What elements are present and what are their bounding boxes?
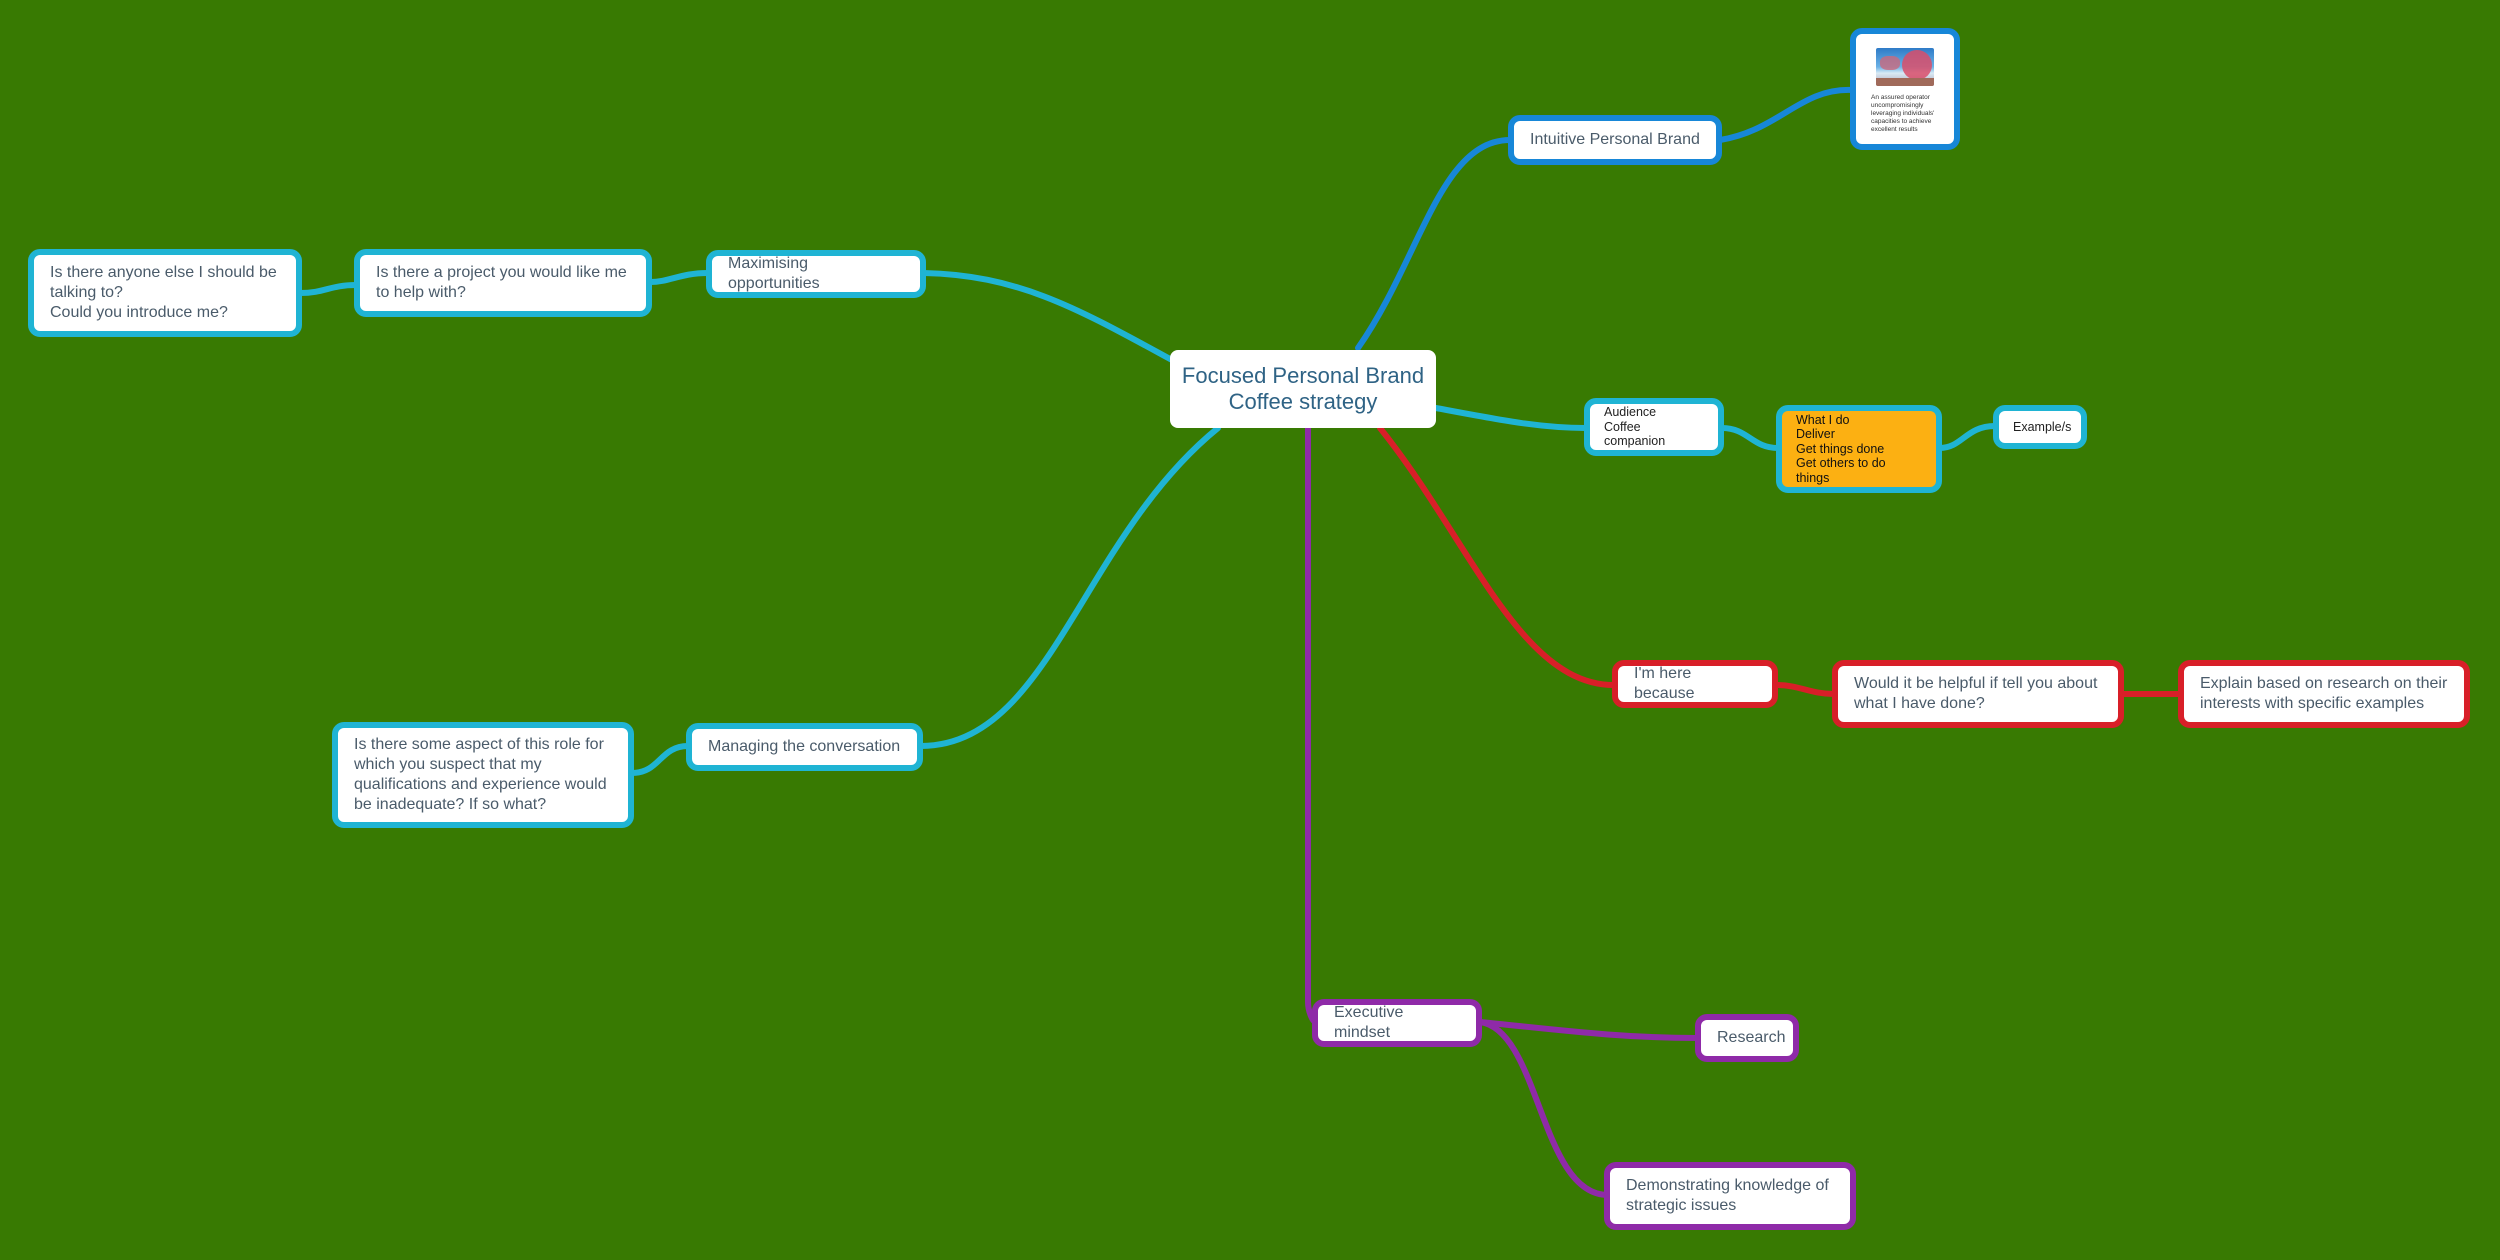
node-managing-conversation[interactable]: Managing the conversation — [686, 723, 923, 771]
node-label: Audience Coffee companion — [1604, 405, 1704, 449]
node-label: Managing the conversation — [708, 737, 900, 757]
link-project-anyone — [300, 285, 356, 293]
link-root-herebecause — [1380, 428, 1614, 685]
link-audience-whatido — [1722, 428, 1778, 448]
node-label: Example/s — [2013, 420, 2071, 435]
central-topic-line-1: Focused Personal Brand — [1182, 363, 1424, 389]
node-aspect-question[interactable]: Is there some aspect of this role for wh… — [332, 722, 634, 828]
node-label: Is there anyone else I should be talking… — [50, 263, 277, 323]
brand-photo-image — [1876, 48, 1934, 86]
node-executive-mindset[interactable]: Executive mindset — [1312, 999, 1482, 1047]
node-intuitive-personal-brand[interactable]: Intuitive Personal Brand — [1508, 115, 1722, 165]
link-root-intuitive — [1358, 140, 1510, 348]
node-demonstrating-knowledge[interactable]: Demonstrating knowledge of strategic iss… — [1604, 1162, 1856, 1230]
node-what-i-do[interactable]: What I do Deliver Get things done Get ot… — [1776, 405, 1942, 493]
node-label: I'm here because — [1634, 664, 1756, 704]
brand-photo-caption: An assured operator uncompromisingly lev… — [1871, 94, 1939, 134]
node-maximising-opportunities[interactable]: Maximising opportunities — [706, 250, 926, 298]
node-label: Is there some aspect of this role for wh… — [354, 735, 607, 815]
link-herebecause-helpful — [1776, 685, 1834, 694]
node-project-question[interactable]: Is there a project you would like me to … — [354, 249, 652, 317]
link-executive-research — [1480, 1022, 1698, 1038]
node-label: What I do Deliver Get things done Get ot… — [1796, 413, 1922, 486]
link-root-maximising — [924, 273, 1172, 360]
link-intuitive-image — [1720, 90, 1852, 140]
node-helpful-question[interactable]: Would it be helpful if tell you about wh… — [1832, 660, 2124, 728]
node-label: Executive mindset — [1334, 1003, 1460, 1043]
link-maximising-project — [650, 273, 708, 282]
node-label: Is there a project you would like me to … — [376, 263, 627, 303]
node-label: Explain based on research on their inter… — [2200, 674, 2447, 714]
node-examples[interactable]: Example/s — [1993, 405, 2087, 449]
central-topic-line-2: Coffee strategy — [1182, 389, 1424, 415]
link-root-audience — [1436, 408, 1586, 428]
node-label: Would it be helpful if tell you about wh… — [1854, 674, 2097, 714]
node-label: Demonstrating knowledge of strategic iss… — [1626, 1176, 1829, 1216]
link-root-executive — [1308, 428, 1316, 1022]
link-whatido-examples — [1940, 426, 1995, 448]
node-explain-research[interactable]: Explain based on research on their inter… — [2178, 660, 2470, 728]
node-label: Intuitive Personal Brand — [1530, 130, 1700, 150]
node-anyone-else-question[interactable]: Is there anyone else I should be talking… — [28, 249, 302, 337]
link-root-managing — [921, 428, 1218, 746]
link-executive-demonstrating — [1480, 1022, 1608, 1195]
node-label: Maximising opportunities — [728, 254, 904, 294]
node-brand-image[interactable]: An assured operator uncompromisingly lev… — [1850, 28, 1960, 150]
link-managing-aspect — [632, 746, 688, 773]
node-research[interactable]: Research — [1695, 1014, 1799, 1062]
node-here-because[interactable]: I'm here because — [1612, 660, 1778, 708]
node-audience[interactable]: Audience Coffee companion — [1584, 398, 1724, 456]
node-label: Research — [1717, 1028, 1785, 1048]
